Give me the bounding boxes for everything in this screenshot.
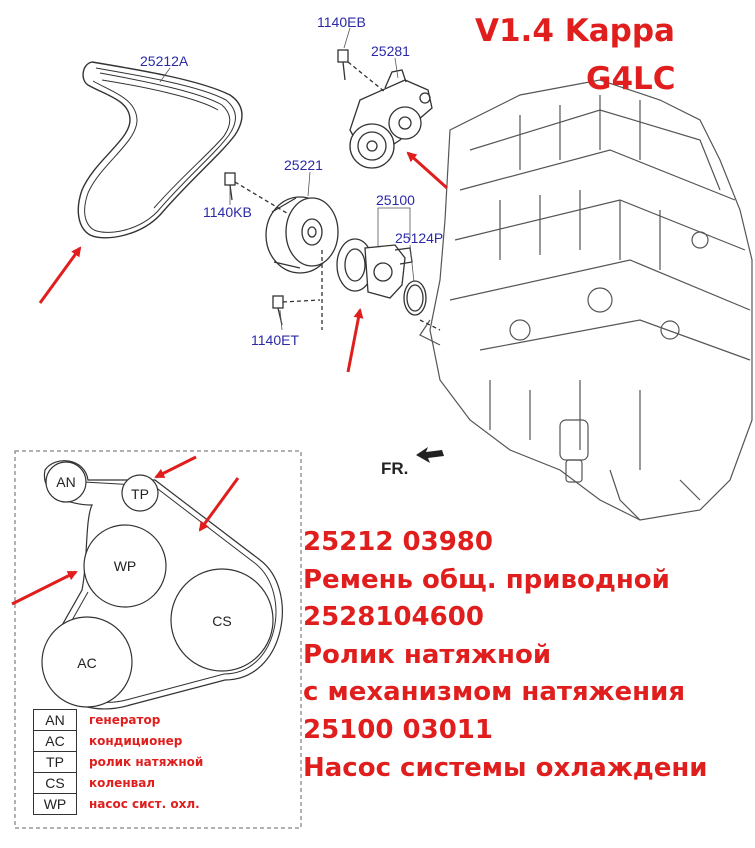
pulley-AC (41, 616, 133, 708)
label-25281: 25281 (371, 43, 410, 59)
model-title-line2: G4LC (586, 61, 676, 97)
front-direction-label: FR. (381, 459, 409, 478)
legend-desc: генератор (89, 713, 161, 727)
pulley-AN (45, 461, 87, 503)
info-line: с механизмом натяжения (303, 677, 686, 708)
label-25124P: 25124P (395, 230, 444, 246)
pulley-drawing (224, 172, 339, 274)
legend-code: CS (33, 772, 77, 794)
label-25100: 25100 (376, 192, 415, 208)
info-line: Насос системы охлаждени (303, 752, 708, 783)
arrow-belt (38, 246, 82, 304)
label-1140KB: 1140KB (203, 204, 252, 220)
pulley-legend: AN генератор AC кондиционер TP ролик нат… (33, 709, 263, 815)
label-25212A: 25212A (140, 53, 189, 69)
info-line: Ролик натяжной (303, 639, 552, 670)
circle-label-CS: CS (212, 613, 232, 629)
water-pump-drawing (272, 238, 441, 331)
legend-row: CS коленвал (33, 772, 263, 794)
part-info-text: 25212 03980 Ремень общ. приводной 252810… (303, 524, 755, 787)
arrow-wp (11, 570, 78, 606)
red-arrows-top (38, 151, 449, 373)
leader-lines (159, 27, 415, 331)
info-line: 25100 03011 (303, 714, 493, 745)
arrow-belt-routing (198, 477, 240, 532)
legend-row: AC кондиционер (33, 730, 263, 752)
label-1140EB: 1140EB (317, 14, 366, 30)
circle-label-AC: AC (77, 655, 97, 671)
model-title-line1: V1.4 Kappa (475, 13, 675, 49)
arrow-tensioner (406, 151, 449, 190)
legend-row: WP насос сист. охл. (33, 793, 263, 815)
legend-desc: коленвал (89, 776, 156, 790)
red-arrows-bottom (11, 455, 240, 606)
pulley-WP (83, 524, 167, 608)
tensioner-drawing (337, 49, 433, 169)
legend-code: WP (33, 793, 77, 815)
legend-code: AC (33, 730, 77, 752)
legend-row: TP ролик натяжной (33, 751, 263, 773)
legend-desc: насос сист. охл. (89, 797, 200, 811)
pulley-CS (170, 568, 274, 672)
circle-label-TP: TP (131, 486, 149, 502)
label-1140ET: 1140ET (251, 332, 299, 348)
legend-desc: кондиционер (89, 734, 183, 748)
label-25221: 25221 (284, 157, 323, 173)
arrow-tp (154, 455, 197, 479)
legend-desc: ролик натяжной (89, 755, 204, 769)
pulley-TP (121, 474, 159, 512)
belt-routing-diagram (14, 450, 302, 829)
legend-row: AN генератор (33, 709, 263, 731)
legend-code: AN (33, 709, 77, 731)
engine-block-drawing (419, 79, 753, 521)
info-line: 2528104600 (303, 602, 484, 633)
circle-label-WP: WP (113, 558, 137, 574)
belt-drawing (77, 61, 243, 239)
legend-code: TP (33, 751, 77, 773)
circle-label-AN: AN (56, 474, 76, 490)
info-line: 25212 03980 (303, 527, 493, 557)
info-line: Ремень общ. приводной (303, 564, 670, 595)
arrow-water-pump (346, 308, 364, 373)
front-direction-icon (416, 447, 444, 463)
